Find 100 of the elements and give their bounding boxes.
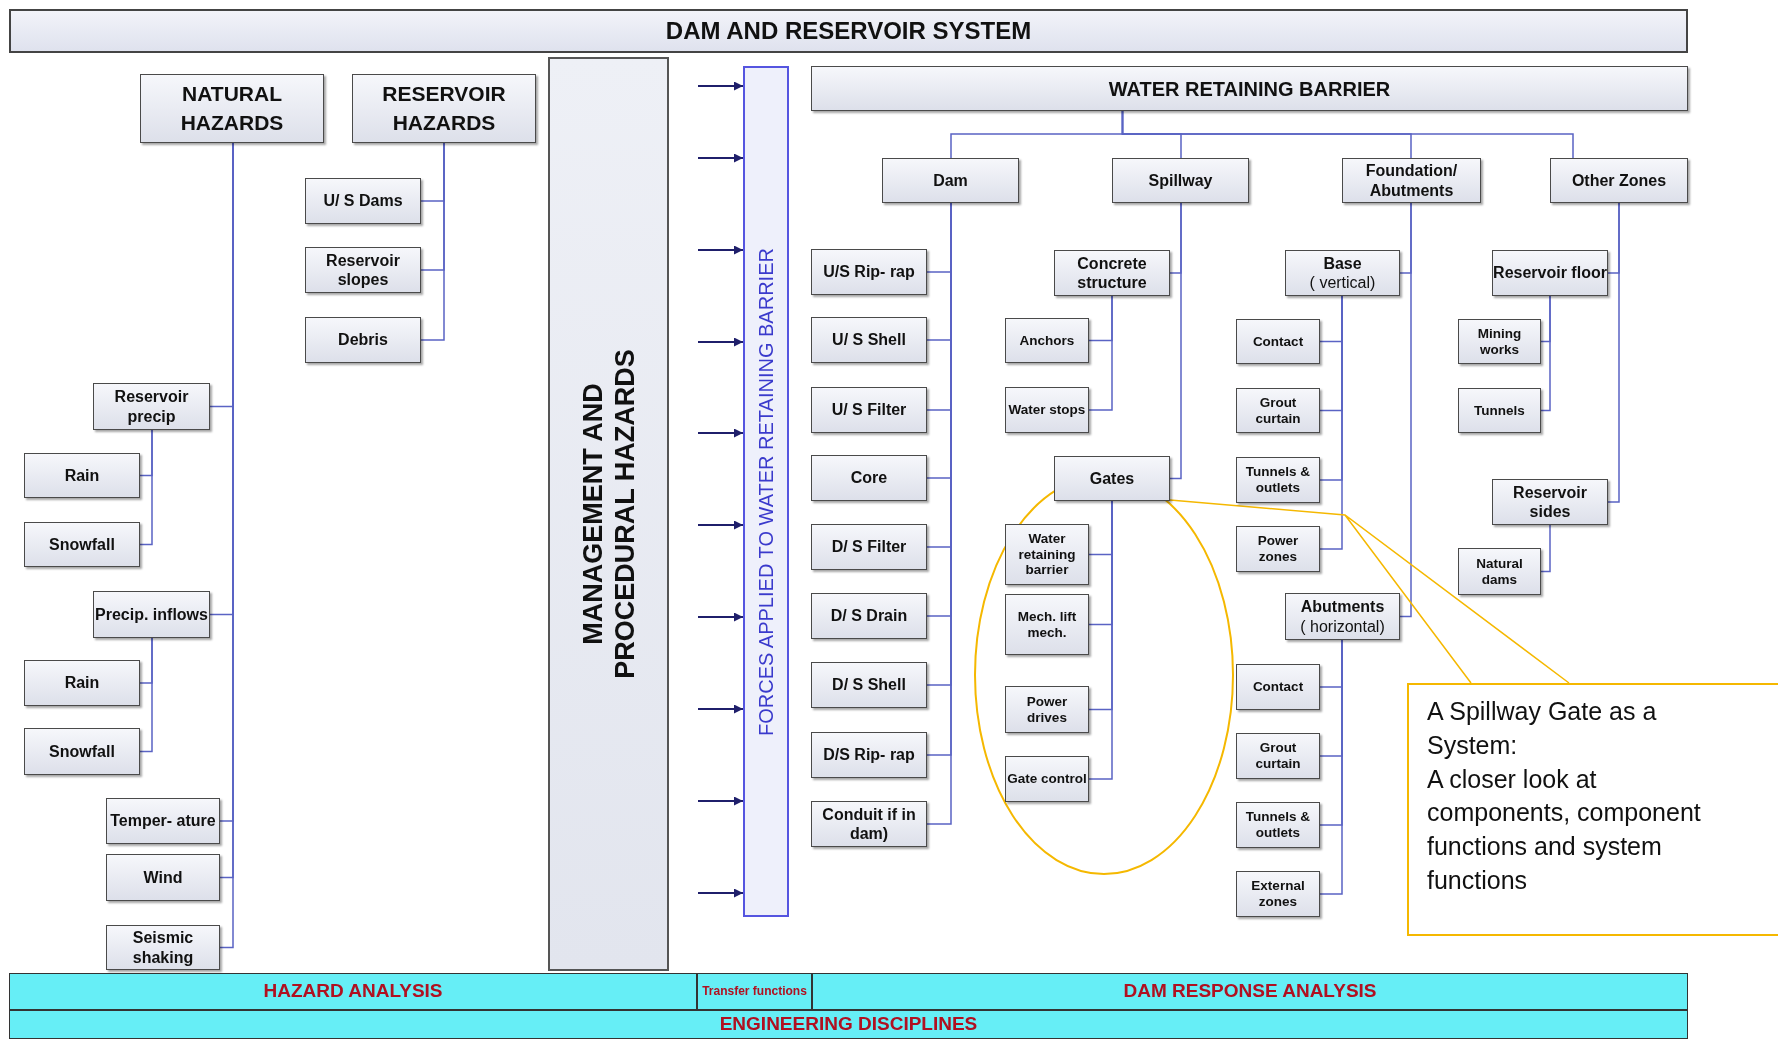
component-box xyxy=(811,455,927,501)
component-box xyxy=(24,728,140,775)
component-box xyxy=(882,158,1019,203)
box-label: Reservoir slopes xyxy=(325,250,401,290)
connector-line xyxy=(1319,639,1343,895)
box-label: Water stops xyxy=(1008,402,1086,418)
box-label: Anchors xyxy=(1019,332,1075,349)
force-arrow xyxy=(697,796,744,806)
component-box xyxy=(1458,319,1541,364)
box-label: ENGINEERING DISCIPLINES xyxy=(719,1012,978,1037)
component-box xyxy=(24,453,140,498)
component-box xyxy=(106,925,220,970)
box-label: D/S Rip- rap xyxy=(823,745,915,765)
connector-line xyxy=(1540,524,1551,573)
force-arrow xyxy=(697,520,744,530)
component-box xyxy=(305,317,421,363)
component-box xyxy=(24,522,140,567)
connector-line xyxy=(1088,295,1113,411)
box-label: Conduit if in dam) xyxy=(821,804,917,844)
box-label: D/ S Shell xyxy=(832,675,906,695)
title-band xyxy=(9,9,1688,53)
box-label: Snowfall xyxy=(49,741,115,762)
box-label: Reservoir precip xyxy=(113,387,190,426)
box-label: U/S Rip- rap xyxy=(823,262,915,282)
box-label: Core xyxy=(850,468,888,488)
component-box xyxy=(93,591,210,638)
connector-line xyxy=(1319,295,1343,550)
component-box xyxy=(811,732,927,778)
component-box xyxy=(106,854,220,901)
category-box xyxy=(811,66,1688,111)
box-label: Rain xyxy=(64,465,100,486)
box-label: Power drives xyxy=(1025,694,1069,725)
connector-line xyxy=(1121,110,1574,159)
connector-line xyxy=(1540,295,1551,412)
connector-line xyxy=(1607,202,1620,503)
box-label: MANAGEMENT AND PROCEDURAL HAZARDS xyxy=(576,348,641,681)
component-box xyxy=(1236,388,1320,433)
box-label: U/ S Shell xyxy=(832,330,906,350)
box-label: Mech. lift mech. xyxy=(1016,609,1078,640)
box-label: Mining works xyxy=(1476,326,1523,357)
box-label: DAM RESPONSE ANALYSIS xyxy=(1123,979,1377,1004)
hazard-column xyxy=(548,57,669,971)
component-box xyxy=(1005,594,1089,655)
component-box xyxy=(1236,457,1320,503)
component-box xyxy=(811,801,927,847)
box-label: RESERVOIR HAZARDS xyxy=(381,81,507,136)
component-box xyxy=(1342,158,1481,203)
connector-line xyxy=(139,429,153,546)
connector-line xyxy=(1399,202,1412,618)
component-box xyxy=(1005,318,1089,363)
box-label: Natural dams xyxy=(1475,556,1524,587)
box-label: Seismic shaking xyxy=(131,928,195,967)
component-box xyxy=(811,662,927,708)
component-box xyxy=(1550,158,1688,203)
component-box xyxy=(1236,664,1320,710)
analysis-band xyxy=(812,973,1688,1010)
box-label: Water retaining barrier xyxy=(1017,531,1077,578)
box-label: HAZARD ANALYSIS xyxy=(263,979,443,1004)
component-box xyxy=(1492,479,1608,525)
component-box xyxy=(1458,388,1541,433)
component-box xyxy=(1236,802,1320,848)
box-label: Contact xyxy=(1252,679,1304,695)
component-box xyxy=(1236,871,1320,917)
component-box xyxy=(24,660,140,706)
force-arrow xyxy=(697,337,744,347)
box-label: Reservoir sides xyxy=(1512,482,1588,522)
component-box xyxy=(1236,526,1320,572)
component-box xyxy=(1005,524,1089,585)
component-box xyxy=(811,249,927,295)
component-box xyxy=(106,798,220,844)
connector-line xyxy=(139,637,153,753)
component-box xyxy=(1054,456,1170,501)
box-label: Gates xyxy=(1089,468,1135,489)
box-label: External zones xyxy=(1250,878,1306,910)
component-box xyxy=(305,178,421,224)
box-label: Spillway xyxy=(1148,170,1213,191)
box-label: U/ S Filter xyxy=(831,400,907,420)
box-label: Precip. inflows xyxy=(95,604,208,625)
box-label: ( horizontal) xyxy=(1300,616,1385,636)
component-box xyxy=(811,593,927,639)
box-label: Gate control xyxy=(1007,771,1087,787)
connector-line xyxy=(1088,500,1113,780)
box-label: Base xyxy=(1323,253,1362,273)
force-arrow xyxy=(697,245,744,255)
connector-line xyxy=(420,142,445,341)
connector-line xyxy=(1169,202,1182,480)
box-label: Grout curtain xyxy=(1254,395,1302,426)
box-label: D/ S Drain xyxy=(830,606,908,626)
box-label: Other Zones xyxy=(1571,170,1667,191)
force-arrow xyxy=(697,612,744,622)
box-label: Abutments xyxy=(1300,597,1385,617)
component-box xyxy=(1054,250,1170,296)
box-label: Tunnels & outlets xyxy=(1244,464,1312,496)
force-arrow xyxy=(697,153,744,163)
box-label: Power zones xyxy=(1256,533,1300,565)
force-arrow xyxy=(697,888,744,898)
box-label: NATURAL HAZARDS xyxy=(179,81,285,136)
box-label: Grout curtain xyxy=(1254,740,1302,772)
component-box xyxy=(305,247,421,293)
diagram-title: DAM AND RESERVOIR SYSTEM xyxy=(665,16,1032,46)
